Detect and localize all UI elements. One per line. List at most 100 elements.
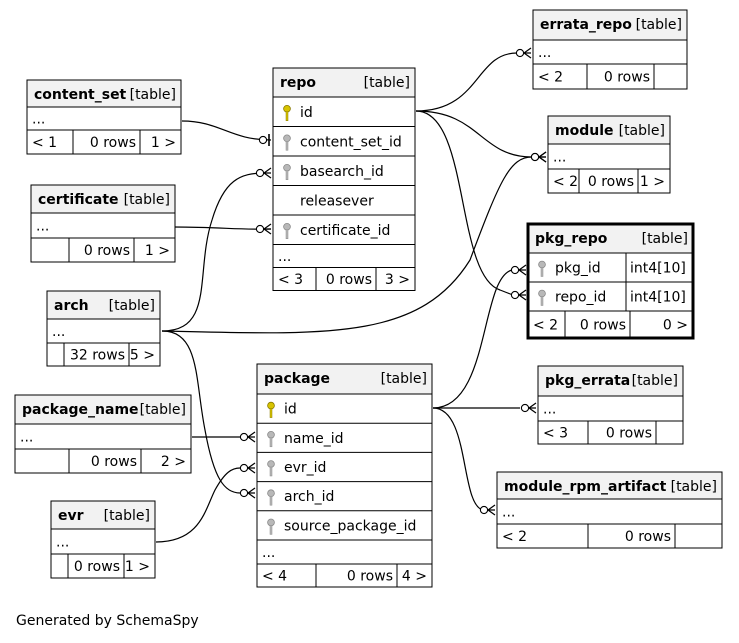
more-columns-ellipsis: ... <box>553 150 566 166</box>
children-count: 3 > <box>385 272 410 288</box>
children-count: 1 > <box>640 174 665 190</box>
parents-count: < 3 <box>278 272 303 288</box>
more-columns-ellipsis: ... <box>32 112 45 128</box>
table-kind-label: [table] <box>642 231 688 247</box>
column-name: releasever <box>300 193 374 209</box>
column-name: basearch_id <box>300 164 384 180</box>
column-name: id <box>300 105 313 121</box>
crowfoot-marker <box>510 289 527 301</box>
relationship-edges <box>155 47 547 543</box>
crowfoot-marker <box>510 264 527 276</box>
column-name: pkg_id <box>555 261 601 277</box>
crowfoot-marker <box>520 402 537 414</box>
row-count: 0 rows <box>606 426 652 442</box>
table-name: pkg_repo <box>535 231 608 247</box>
crowfoot-marker <box>239 487 256 499</box>
row-count: 0 rows <box>90 135 136 151</box>
table-kind-label: [table] <box>671 479 717 495</box>
relationship-line <box>161 330 241 494</box>
table-kind-label: [table] <box>130 87 176 103</box>
row-count: 32 rows <box>70 348 125 364</box>
row-count: 0 rows <box>347 569 393 585</box>
relationship-line <box>432 407 484 511</box>
crowfoot-marker <box>515 47 532 59</box>
crowfoot-marker <box>479 504 496 516</box>
column-name: source_package_id <box>284 518 416 534</box>
table-name: arch <box>54 298 89 314</box>
table-evr[interactable]: evr [table]... 0 rows 1 > <box>50 500 156 579</box>
foreign-key-icon <box>283 222 291 239</box>
row-count: 0 rows <box>326 272 372 288</box>
table-package[interactable]: package [table] id name_id evr_id arch_idsour… <box>256 363 433 588</box>
relationship-line <box>415 52 518 112</box>
column-name: name_id <box>284 431 343 447</box>
foreign-key-icon <box>538 260 546 277</box>
row-count: 0 rows <box>580 318 626 334</box>
crowfoot-marker <box>530 151 547 163</box>
table-name: repo <box>280 75 316 91</box>
relationship-line <box>155 467 241 543</box>
column-name: arch_id <box>284 489 334 505</box>
relationship-line <box>415 110 515 296</box>
parents-count: < 2 <box>502 529 527 545</box>
parents-count: < 2 <box>538 70 563 86</box>
table-kind-label: [table] <box>140 402 186 418</box>
table-kind-label: [table] <box>619 123 665 139</box>
table-name: package_name <box>22 402 139 418</box>
crowfoot-marker <box>239 431 256 443</box>
row-count: 0 rows <box>74 559 120 575</box>
column-name: certificate_id <box>300 223 390 239</box>
relationship-line <box>161 172 266 332</box>
table-kind-label: [table] <box>109 298 155 314</box>
column-name: id <box>284 402 297 418</box>
table-repo[interactable]: repo[table]idcontent_set_idbasearch_idre… <box>272 67 416 291</box>
table-name: evr <box>58 508 84 524</box>
more-columns-ellipsis: ... <box>262 545 275 561</box>
children-count: 4 > <box>402 569 427 585</box>
foreign-key-icon <box>283 134 291 151</box>
table-kind-label: [table] <box>381 371 427 387</box>
table-name: certificate <box>38 192 119 208</box>
table-module[interactable]: module [table]... < 2 0 rows 1 > <box>547 115 671 194</box>
foreign-key-icon <box>283 163 291 180</box>
table-kind-label: [table] <box>636 17 682 33</box>
relationship-line <box>181 120 272 141</box>
parents-count: < 3 <box>543 426 568 442</box>
table-kind-label: [table] <box>124 192 170 208</box>
column-type: int4[10] <box>630 290 686 306</box>
children-count: 1 > <box>145 243 170 259</box>
row-count: 0 rows <box>625 529 671 545</box>
children-count: 1 > <box>125 559 150 575</box>
relationship-line <box>161 156 533 334</box>
footer-caption: Generated by SchemaSpy <box>16 613 199 629</box>
row-count: 0 rows <box>588 174 634 190</box>
one-marker <box>258 134 270 146</box>
crowfoot-marker <box>255 167 272 179</box>
parents-count: < 2 <box>533 318 558 334</box>
parents-count: < 2 <box>553 174 578 190</box>
column-name: content_set_id <box>300 134 402 150</box>
table-name: package <box>264 371 330 387</box>
parents-count: < 1 <box>32 135 57 151</box>
foreign-key-icon <box>538 289 546 306</box>
more-columns-ellipsis: ... <box>56 535 69 551</box>
more-columns-ellipsis: ... <box>502 505 515 521</box>
table-kind-label: [table] <box>104 508 150 524</box>
table-name: pkg_errata <box>545 373 630 389</box>
foreign-key-icon <box>267 518 275 535</box>
row-count: 0 rows <box>91 454 137 470</box>
table-name: module <box>555 123 614 139</box>
relationship-line <box>432 269 513 409</box>
more-columns-ellipsis: ... <box>36 219 49 235</box>
column-name: evr_id <box>284 460 326 476</box>
